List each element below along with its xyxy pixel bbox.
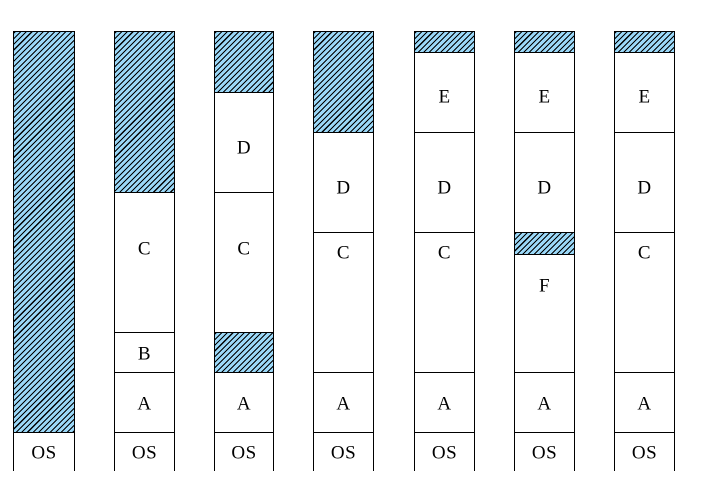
segment-label: C: [437, 242, 452, 264]
segment-os: OS: [314, 433, 373, 472]
segment-os: OS: [215, 433, 273, 472]
segment-e: E: [415, 53, 474, 133]
segment-d: D: [215, 93, 273, 193]
segment-a: A: [314, 373, 373, 433]
free-space-hatch: [314, 32, 373, 133]
segment-label: E: [638, 86, 651, 108]
free-space-hatch: [615, 32, 674, 53]
segment-d: D: [314, 133, 373, 233]
segment-label: D: [537, 177, 552, 199]
segment-label: D: [637, 177, 652, 199]
segment-label: A: [537, 393, 552, 415]
segment-b: B: [115, 333, 174, 373]
memory-bar-7: E D C A OS: [614, 31, 675, 472]
segment-label: D: [236, 137, 252, 159]
segment-a: A: [115, 373, 174, 433]
segment-label: D: [437, 177, 452, 199]
segment-label: A: [336, 393, 351, 415]
segment-label: F: [538, 275, 551, 297]
segment-label: C: [637, 242, 652, 264]
segment-c: C: [215, 193, 273, 333]
memory-bar-2: C B A OS: [114, 31, 175, 472]
segment-label: OS: [631, 442, 658, 464]
free-space-hatch: [215, 32, 273, 93]
segment-label: E: [438, 86, 451, 108]
segment-e: E: [515, 53, 574, 133]
segment-label: OS: [531, 442, 558, 464]
free-space-hatch: [415, 32, 474, 53]
segment-os: OS: [515, 433, 574, 472]
segment-label: OS: [131, 442, 158, 464]
segment-label: A: [637, 393, 652, 415]
segment-label: D: [336, 177, 351, 199]
memory-bar-5: E D C A OS: [414, 31, 475, 472]
segment-label: A: [236, 393, 252, 415]
segment-os: OS: [14, 433, 74, 472]
segment-f: F: [515, 255, 574, 373]
free-space-hatch: [14, 32, 74, 433]
segment-c: C: [615, 233, 674, 373]
segment-c: C: [115, 193, 174, 333]
segment-label: OS: [231, 442, 257, 464]
segment-label: B: [137, 343, 152, 365]
segment-label: C: [336, 242, 351, 264]
segment-label: E: [538, 86, 551, 108]
segment-e: E: [615, 53, 674, 133]
segment-label: OS: [330, 442, 357, 464]
memory-bar-1: OS: [13, 31, 75, 472]
free-space-hatch: [515, 32, 574, 53]
memory-bar-6: E D F A OS: [514, 31, 575, 472]
memory-bar-4: D C A OS: [313, 31, 374, 472]
free-space-hatch: [215, 333, 273, 373]
segment-a: A: [415, 373, 474, 433]
segment-label: A: [137, 393, 152, 415]
free-space-hatch: [515, 233, 574, 255]
segment-label: A: [437, 393, 452, 415]
segment-label: OS: [31, 442, 57, 464]
segment-a: A: [615, 373, 674, 433]
segment-d: D: [515, 133, 574, 233]
segment-label: OS: [431, 442, 458, 464]
segment-a: A: [515, 373, 574, 433]
segment-d: D: [615, 133, 674, 233]
segment-os: OS: [415, 433, 474, 472]
free-space-hatch: [115, 32, 174, 193]
segment-label: C: [237, 238, 251, 260]
segment-a: A: [215, 373, 273, 433]
memory-bar-3: D C A OS: [214, 31, 274, 472]
segment-d: D: [415, 133, 474, 233]
segment-c: C: [314, 233, 373, 373]
segment-os: OS: [115, 433, 174, 472]
segment-label: C: [137, 238, 152, 260]
segment-c: C: [415, 233, 474, 373]
segment-os: OS: [615, 433, 674, 472]
